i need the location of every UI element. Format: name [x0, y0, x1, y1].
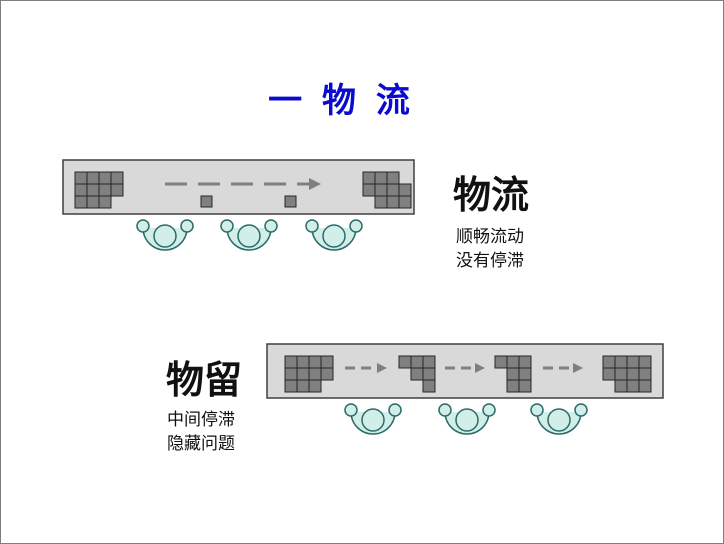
stagnation-worker-3: [530, 403, 588, 435]
stagnation-stock-1: [284, 355, 334, 393]
stagnation-line: [266, 343, 664, 435]
stagnation-stock-4: [602, 355, 652, 393]
flow-description: 顺畅流动 没有停滞: [456, 225, 524, 273]
flow-piece-2: [284, 195, 297, 208]
stagnation-heading: 物留: [166, 357, 243, 402]
flow-worker-3: [305, 219, 363, 251]
stagnation-description: 中间停滞 隐藏问题: [167, 408, 235, 456]
stagnation-arrow-2: [445, 363, 485, 373]
stagnation-arrow-3: [543, 363, 583, 373]
stagnation-worker-1: [344, 403, 402, 435]
flow-line-1: 顺畅流动: [456, 227, 524, 247]
flow-piece-1: [200, 195, 213, 208]
flow-stock-left: [74, 171, 124, 209]
stagnation-stock-3: [494, 355, 532, 393]
flow-heading: 物流: [453, 172, 530, 217]
stagnation-arrow-1: [345, 363, 387, 373]
flow-line-2: 没有停滞: [456, 251, 524, 271]
stagnation-worker-2: [438, 403, 496, 435]
flow-line: [62, 159, 415, 251]
flow-worker-2: [220, 219, 278, 251]
flow-arrow: [165, 178, 321, 190]
stagnation-line-1: 中间停滞: [167, 410, 235, 430]
slide-title: 一 物 流: [268, 81, 414, 121]
flow-stock-right: [362, 171, 412, 209]
flow-worker-1: [136, 219, 194, 251]
stagnation-line-2: 隐藏问题: [167, 434, 235, 454]
stagnation-stock-2: [398, 355, 436, 393]
